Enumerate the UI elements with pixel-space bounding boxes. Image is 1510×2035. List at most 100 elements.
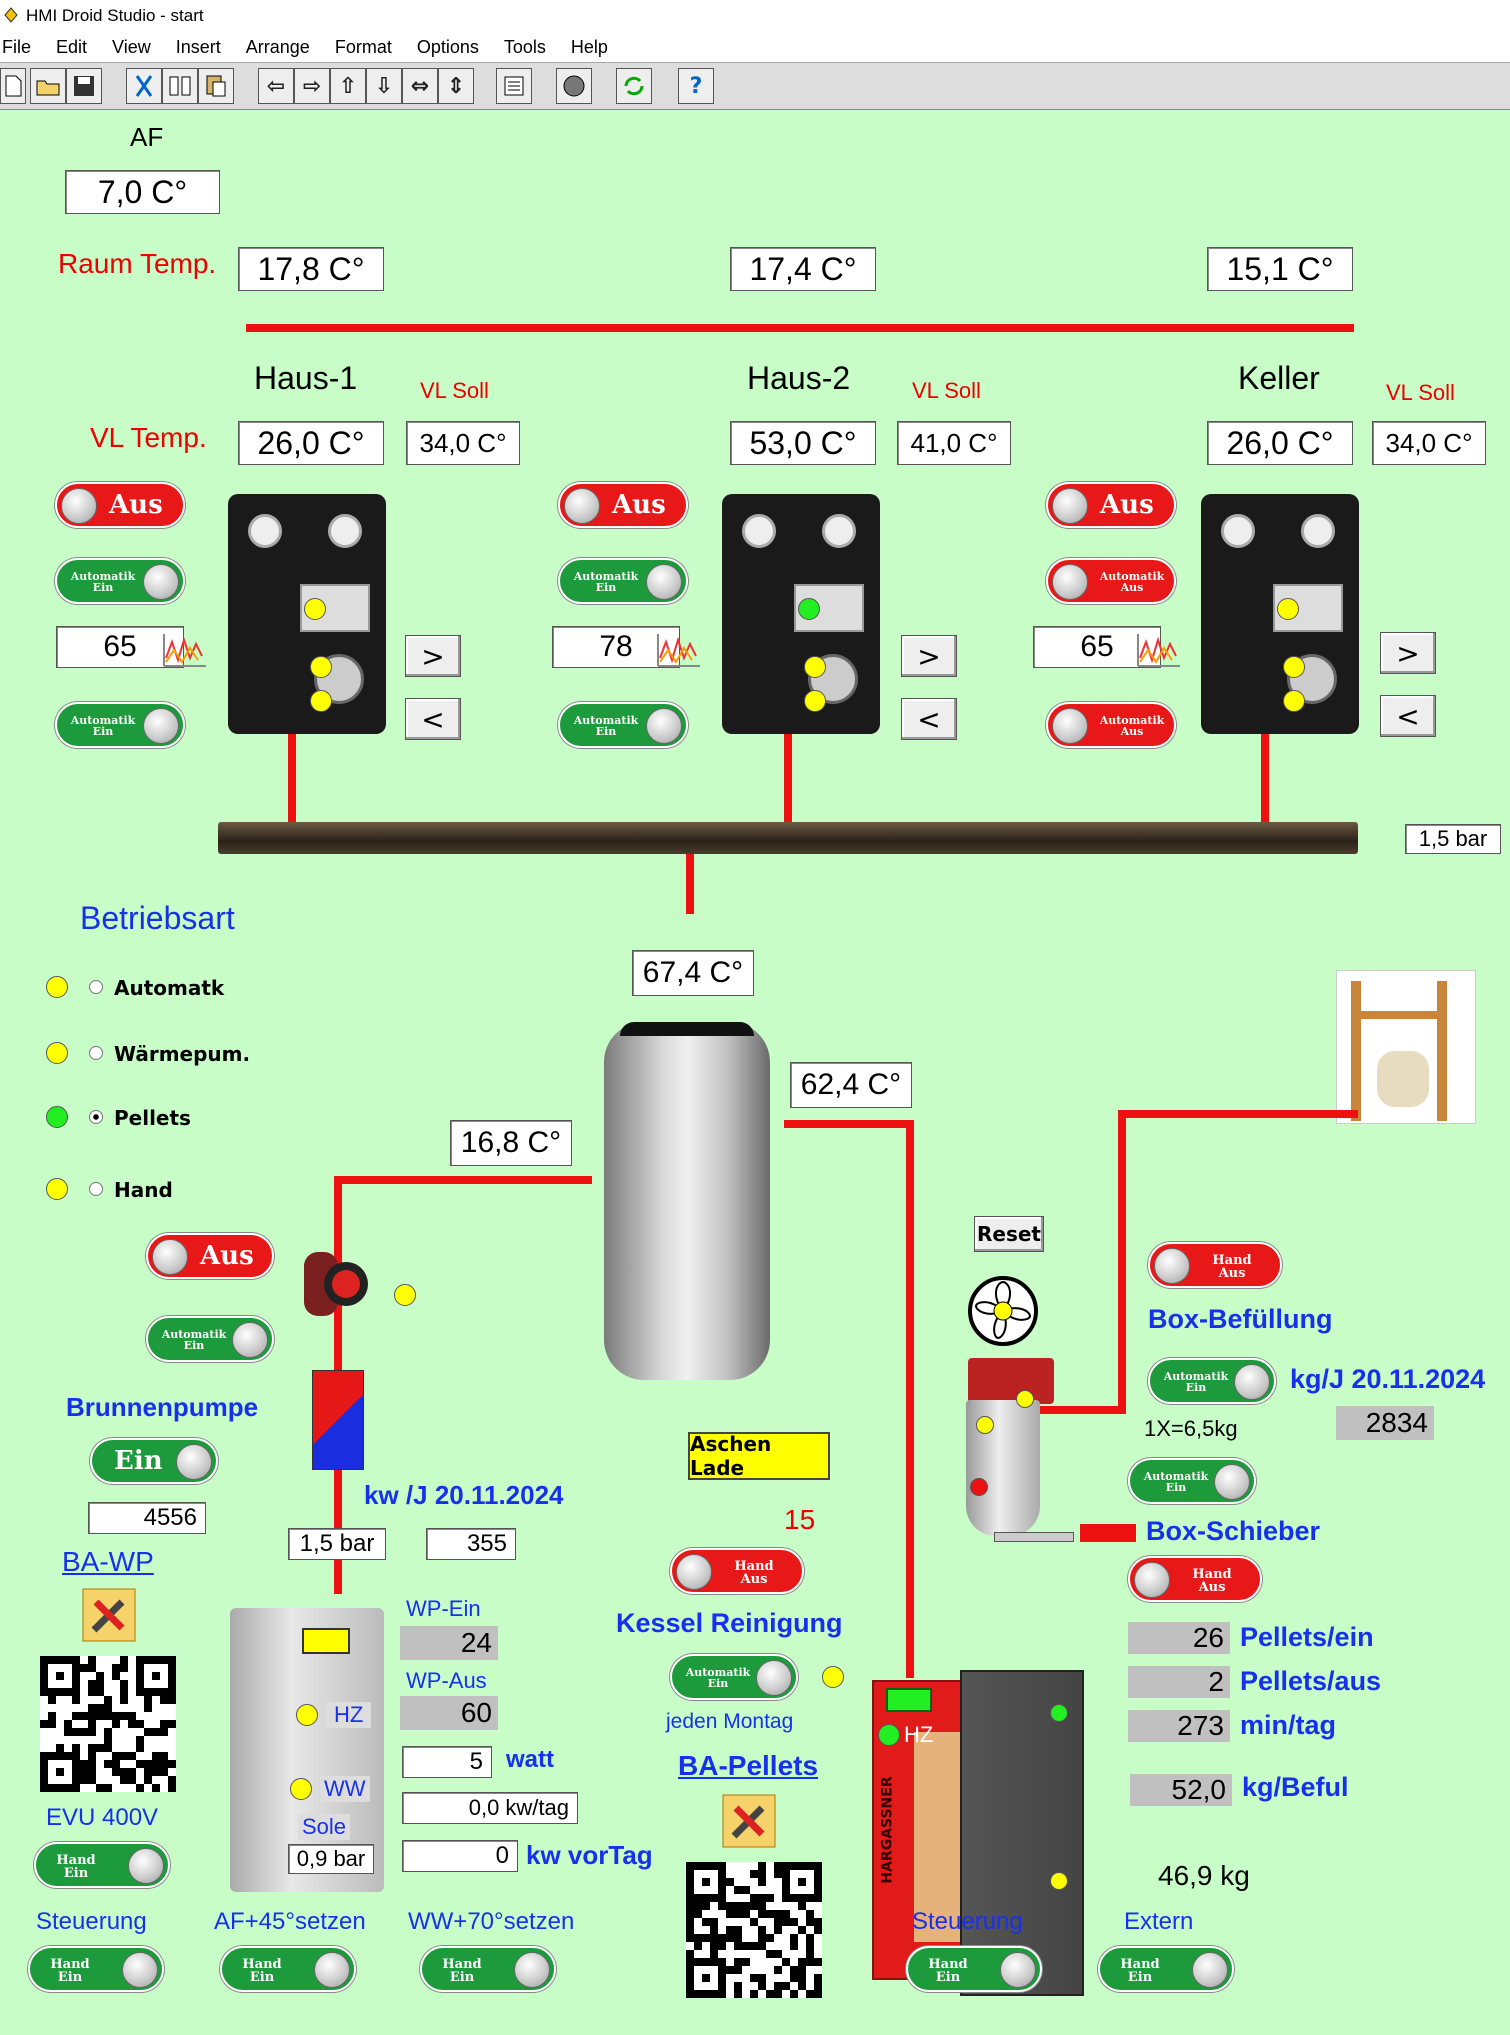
zone2-status-dot-a [798, 598, 820, 620]
zone3-auto-toggle[interactable]: Automatik Aus [1046, 558, 1176, 604]
menu-view[interactable]: View [112, 36, 151, 57]
align-right-icon[interactable]: ⇨ [294, 68, 330, 104]
evu-toggle[interactable]: Hand Ein [34, 1842, 170, 1888]
ww70-toggle[interactable]: Hand Ein [420, 1946, 556, 1992]
zone2-auto2-label: Automatik Ein [573, 714, 639, 738]
menu-arrange[interactable]: Arrange [245, 36, 310, 57]
brunnen-auto-toggle[interactable]: Automatik Ein [146, 1316, 274, 1362]
zone2-curve-icon[interactable] [656, 632, 702, 668]
zone1-increase-button[interactable]: > [405, 635, 461, 677]
zone3-increase-button[interactable]: > [1380, 632, 1436, 674]
open-icon[interactable] [30, 68, 66, 104]
menu-format[interactable]: Format [334, 36, 392, 57]
box-auto-toggle[interactable]: Automatik Ein [1148, 1358, 1276, 1404]
copy-icon[interactable] [162, 68, 198, 104]
zone1-decrease-button[interactable]: < [405, 698, 461, 740]
stat-min-tag-label: min/tag [1240, 1710, 1337, 1740]
kessel-reinigung-label: Kessel Reinigung [616, 1608, 843, 1638]
mode-pellets-radio[interactable] [89, 1110, 103, 1124]
menu-edit[interactable]: Edit [56, 36, 88, 57]
vl-soll-1: 34,0 C° [406, 421, 520, 465]
kessel-auto-toggle[interactable]: Automatik Ein [670, 1654, 798, 1700]
brunnen-ein-toggle[interactable]: Ein [90, 1438, 218, 1484]
zone2-auto2-toggle[interactable]: Automatik Ein [558, 702, 688, 748]
zone2-pump-toggle[interactable]: Aus [558, 482, 688, 528]
ww70-toggle-label: Hand Ein [442, 1957, 482, 1985]
zone1-pump-toggle[interactable]: Aus [55, 482, 185, 528]
stat-pellets-aus: 2 [1128, 1666, 1230, 1698]
brunnen-counter: 4556 [88, 1502, 206, 1534]
align-bottom-icon[interactable]: ⇩ [366, 68, 402, 104]
af45-toggle-label: Hand Ein [242, 1957, 282, 1985]
wp-watt-value: 5 [402, 1746, 492, 1778]
menu-help[interactable]: Help [570, 36, 608, 57]
mode-pellets-dot [46, 1106, 68, 1128]
box-schieber-toggle-label: Hand Aus [1192, 1567, 1232, 1595]
refresh-icon[interactable] [616, 68, 652, 104]
af45-label: AF+45°setzen [214, 1908, 366, 1935]
menu-insert[interactable]: Insert [175, 36, 221, 57]
zone3-pump-toggle[interactable]: Aus [1046, 482, 1176, 528]
align-left-icon[interactable]: ⇦ [258, 68, 294, 104]
cut-icon[interactable] [126, 68, 162, 104]
properties-icon[interactable] [496, 68, 532, 104]
zone1-auto2-toggle[interactable]: Automatik Ein [55, 702, 185, 748]
help-icon[interactable]: ? [678, 68, 714, 104]
tools-icon[interactable] [82, 1588, 136, 1642]
top-divider-pipe [246, 324, 1354, 332]
af45-toggle[interactable]: Hand Ein [220, 1946, 356, 1992]
new-icon[interactable] [0, 68, 26, 104]
kessel-hz-dot [878, 1724, 900, 1746]
boiler-body [960, 1670, 1084, 1996]
menu-options[interactable]: Options [416, 36, 479, 57]
vl-soll-label-2: VL Soll [912, 378, 981, 403]
save-icon[interactable] [66, 68, 102, 104]
kessel-reinigung-toggle[interactable]: Hand Aus [670, 1548, 804, 1594]
zone3-decrease-button[interactable]: < [1380, 695, 1436, 737]
menu-file[interactable]: File [2, 36, 32, 57]
steuerung-toggle-1[interactable]: Hand Ein [28, 1946, 164, 1992]
zone3-auto2-toggle[interactable]: Automatik Aus [1046, 702, 1176, 748]
aschen-lade-button[interactable]: Aschen Lade [688, 1432, 830, 1480]
brunnen-ein-label: Ein [114, 1446, 163, 1476]
raum-temp-2: 17,4 C° [730, 247, 876, 291]
brunnen-label: Brunnenpumpe [66, 1392, 259, 1422]
kessel-jeden-label: jeden Montag [666, 1710, 794, 1733]
reset-button[interactable]: Reset [974, 1216, 1044, 1252]
brunnen-pump-toggle[interactable]: Aus [146, 1233, 274, 1279]
box-befuellung-toggle[interactable]: Hand Aus [1148, 1242, 1282, 1288]
mode-waermepumpe-radio[interactable] [89, 1046, 103, 1060]
mode-hand-radio[interactable] [89, 1182, 103, 1196]
box-befuellung-label: Box-Befüllung [1148, 1304, 1333, 1334]
menu-tools[interactable]: Tools [503, 36, 546, 57]
ww70-label: WW+70°setzen [408, 1908, 575, 1935]
zone3-curve-icon[interactable] [1136, 632, 1182, 668]
box-auto2-toggle[interactable]: Automatik Ein [1128, 1458, 1256, 1504]
box-schieber-label: Box-Schieber [1146, 1516, 1321, 1546]
ba-pellets-qr-code [686, 1862, 822, 1998]
same-width-icon[interactable]: ⇔ [402, 68, 438, 104]
record-icon[interactable] [556, 68, 592, 104]
tools-icon-pellets[interactable] [722, 1794, 776, 1848]
same-height-icon[interactable]: ⇕ [438, 68, 474, 104]
brunnen-kw-value: 355 [426, 1528, 516, 1560]
zone2-auto-toggle[interactable]: Automatik Ein [558, 558, 688, 604]
zone1-status-dot-a [304, 598, 326, 620]
boiler-brand: HARGASSNER [879, 1776, 896, 1884]
zone2-decrease-button[interactable]: < [901, 698, 957, 740]
stat-pellets-ein-label: Pellets/ein [1240, 1622, 1374, 1652]
paste-icon[interactable] [198, 68, 234, 104]
ba-wp-link[interactable]: BA-WP [62, 1546, 154, 1577]
zone2-increase-button[interactable]: > [901, 635, 957, 677]
ba-pellets-link[interactable]: BA-Pellets [678, 1750, 819, 1781]
extern-toggle[interactable]: Hand Ein [1098, 1946, 1234, 1992]
vl-temp-3: 26,0 C° [1207, 421, 1353, 465]
mode-automatik-radio[interactable] [89, 980, 103, 994]
align-top-icon[interactable]: ⇧ [330, 68, 366, 104]
steuerung-toggle-2[interactable]: Hand Ein [906, 1946, 1042, 1992]
box-schieber-toggle[interactable]: Hand Aus [1128, 1556, 1262, 1602]
brunnen-pump-label: Aus [200, 1241, 254, 1271]
zone1-setpoint[interactable]: 65 [56, 626, 184, 668]
zone1-curve-icon[interactable] [162, 632, 208, 668]
zone1-auto-toggle[interactable]: Automatik Ein [55, 558, 185, 604]
